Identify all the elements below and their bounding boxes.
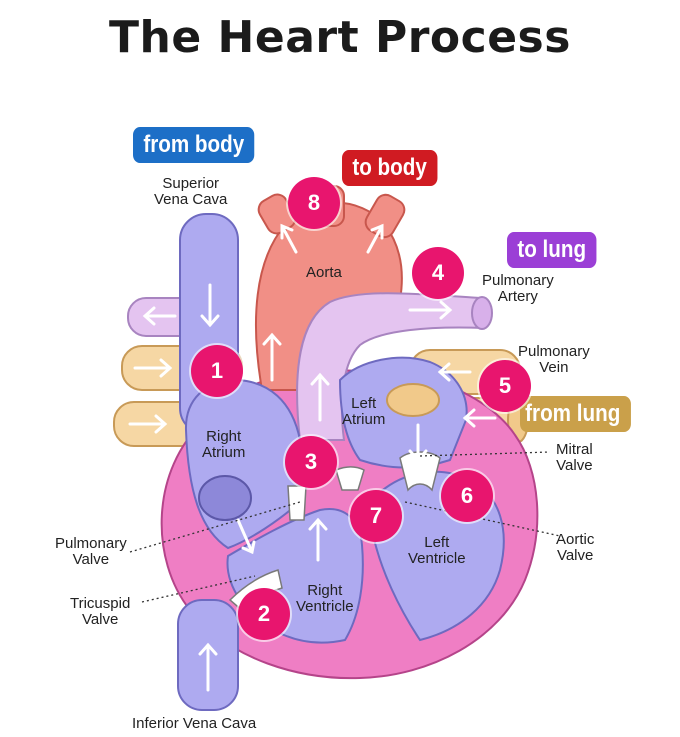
aortic-valve (335, 466, 365, 491)
coronary-sinus (198, 475, 252, 521)
label-superior-vena-cava: Superior Vena Cava (154, 175, 228, 208)
flow-arrow-vein-left-upper (133, 358, 173, 378)
label-mitral-valve: Mitral Valve (556, 441, 593, 474)
leader-mitral-valve (419, 451, 551, 457)
tag-to-lung: to lung (507, 232, 597, 268)
label-pulmonary-vein: Pulmonary Vein (518, 343, 590, 376)
label-aorta: Aorta (306, 264, 342, 281)
label-tricuspid-valve: Tricuspid Valve (70, 595, 131, 628)
tag-to-body: to body (342, 150, 438, 186)
pulmonary-valve (287, 485, 307, 521)
flow-arrow-vein-right-lower (462, 408, 497, 428)
step-marker-2: 2 (238, 588, 290, 640)
flow-arrow-vein-left-lower (128, 414, 168, 434)
tag-from-lung: from lung (520, 396, 631, 432)
leader-aortic-valve (404, 501, 561, 537)
label-right-atrium: Right Atrium (202, 428, 246, 461)
flow-arrow-aorta (262, 332, 282, 382)
label-inferior-vena-cava: Inferior Vena Cava (132, 715, 257, 732)
step-marker-4: 4 (412, 247, 464, 299)
leader-tricuspid-valve (141, 575, 256, 603)
label-pulmonary-valve: Pulmonary Valve (55, 535, 127, 568)
tag-from-body: from body (133, 127, 255, 163)
step-marker-6: 6 (441, 470, 493, 522)
step-marker-7: 7 (350, 490, 402, 542)
flow-arrow-ivc (198, 642, 218, 692)
step-marker-3: 3 (285, 436, 337, 488)
step-marker-5: 5 (479, 360, 531, 412)
label-right-ventricle: Right Ventricle (296, 582, 354, 615)
flow-arrow-pulmonary-artery (310, 372, 330, 422)
label-pulmonary-artery: Pulmonary Artery (482, 272, 554, 305)
flow-arrow-tricuspid (236, 518, 256, 555)
flow-arrow-mitral (408, 423, 428, 463)
step-marker-1: 1 (191, 345, 243, 397)
aorta-branch-3 (364, 193, 406, 239)
label-aortic-valve: Aortic Valve (556, 531, 595, 564)
flow-arrow-aorta-branch-right (366, 223, 384, 254)
page-title: The Heart Process (109, 12, 571, 63)
flow-arrow-svc (200, 283, 220, 328)
flow-arrow-vein-right-upper (437, 362, 472, 382)
label-left-ventricle: Left Ventricle (408, 534, 466, 567)
flow-arrow-aorta-branch-left (280, 223, 298, 254)
label-left-atrium: Left Atrium (342, 395, 386, 428)
pulmonary-artery-end (471, 296, 493, 330)
left-atrium-opening (386, 383, 440, 417)
flow-arrow-to-lung (408, 300, 453, 320)
flow-arrow-right-ventricle (308, 517, 328, 562)
step-marker-8: 8 (288, 177, 340, 229)
leader-lines (129, 451, 561, 603)
flow-arrow-left-branch (142, 306, 177, 326)
